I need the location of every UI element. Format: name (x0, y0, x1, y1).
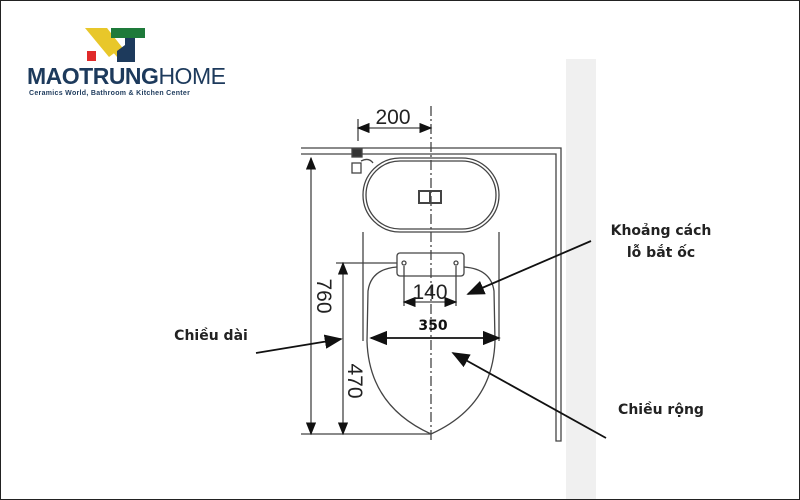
logo-tagline: Ceramics World, Bathroom & Kitchen Cente… (29, 90, 191, 97)
bolt-arrow (466, 240, 592, 295)
dim-760: 760 (312, 278, 335, 313)
label-bolt-line2: lỗ bắt ốc (626, 245, 696, 261)
label-length: Chiều dài (174, 328, 248, 344)
dim-200: 200 (375, 106, 410, 129)
wall-band (566, 59, 596, 499)
length-arrow (255, 334, 343, 354)
width-pointer-arrow (451, 352, 607, 439)
wall-outline (301, 147, 562, 442)
hinge-plate (396, 252, 465, 277)
logo-mark (85, 28, 145, 62)
dim-470: 470 (343, 363, 366, 398)
label-width: Chiều rộng (618, 402, 704, 418)
dim-140: 140 (412, 281, 447, 304)
dim-350: 350 (418, 318, 447, 334)
label-bolt-line1: Khoảng cách (610, 223, 712, 239)
logo-text: MAOTRUNGHOME (27, 63, 226, 89)
tank (362, 157, 500, 233)
